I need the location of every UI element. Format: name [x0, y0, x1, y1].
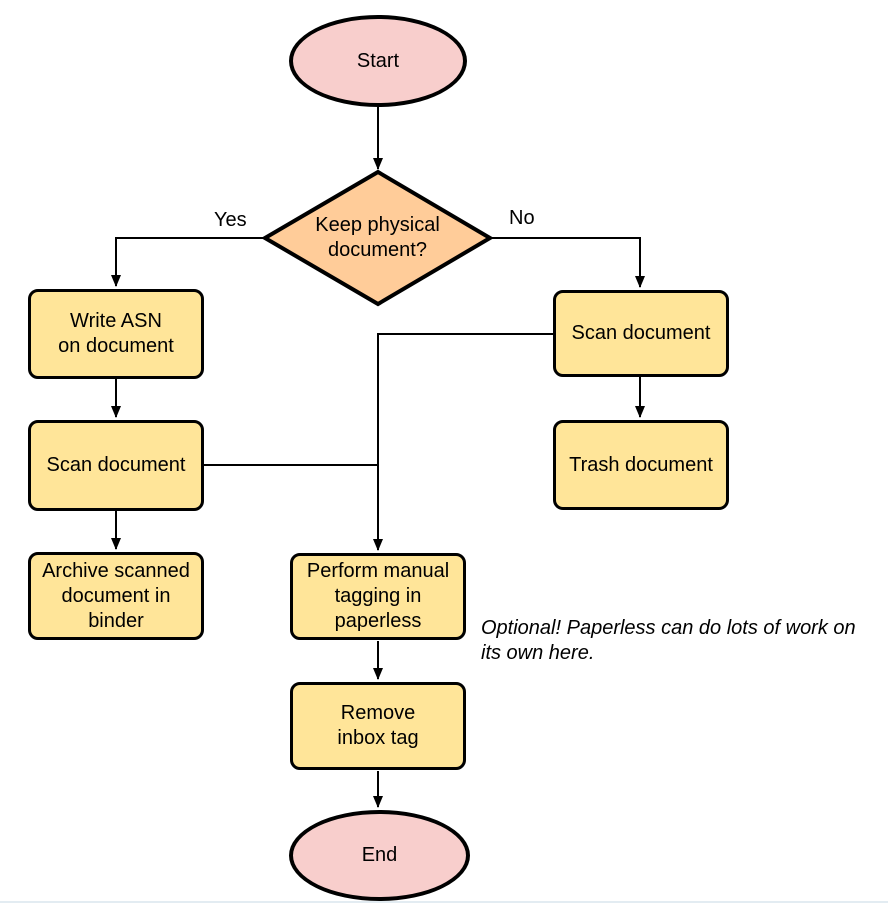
node-archive-scanned: Archive scanned document in binder [28, 552, 204, 640]
node-scan-document-right: Scan document [553, 290, 729, 377]
edge-label-no: No [509, 207, 535, 229]
decision-diamond-shape [261, 169, 494, 307]
optional-note: Optional! Paperless can do lots of work … [481, 617, 856, 664]
node-label: Keep physical document? [315, 214, 440, 261]
node-manual-tagging: Perform manual tagging in paperless [290, 553, 466, 640]
node-decision: Keep physical document? [265, 172, 490, 304]
node-label: Trash document [569, 453, 713, 476]
node-label: Start [356, 49, 400, 72]
node-label: End [361, 844, 398, 866]
edge-scan-right-to-tagging [373, 333, 553, 551]
node-label: Perform manual tagging in paperless [306, 560, 450, 632]
node-scan-document-left: Scan document [28, 420, 204, 511]
node-label: Scan document [571, 322, 711, 344]
node-start: Start [289, 15, 467, 107]
node-remove-inbox-tag: Remove inbox tag [290, 682, 466, 770]
node-trash-document: Trash document [553, 420, 729, 510]
node-label: Remove inbox tag [337, 702, 419, 749]
node-label: Write ASN on document [58, 310, 174, 357]
edge-decision-no-to-scan-right [490, 237, 645, 288]
node-write-asn: Write ASN on document [28, 289, 204, 379]
node-end: End [289, 810, 470, 901]
edge-decision-yes-to-write-asn [111, 237, 265, 287]
bottom-divider [0, 901, 888, 903]
node-label: Archive scanned document in binder [42, 559, 190, 632]
edge-label-yes: Yes [214, 209, 247, 231]
node-label: Scan document [46, 454, 186, 476]
